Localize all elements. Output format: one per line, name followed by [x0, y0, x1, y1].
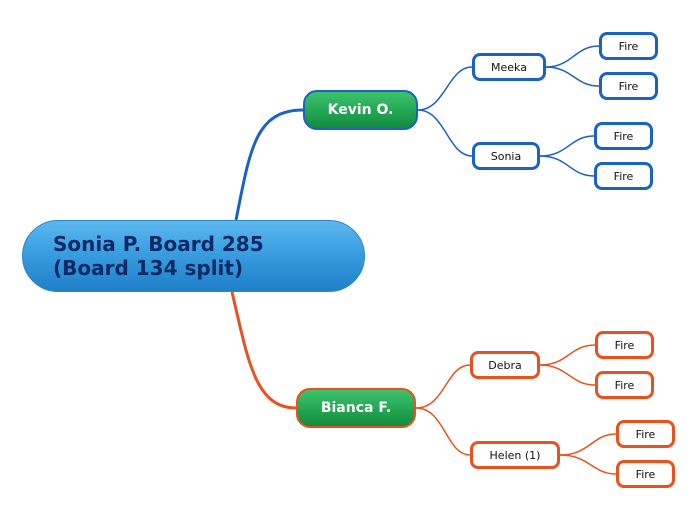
leaf-helen-fire-2[interactable]: Fire	[616, 460, 675, 488]
link-debra-fire1	[539, 344, 596, 366]
subtopic-label: Sonia	[490, 149, 522, 163]
main-topic-label: Kevin O.	[327, 102, 394, 118]
leaf-meeka-fire-2[interactable]: Fire	[599, 72, 658, 100]
leaf-label: Fire	[613, 129, 634, 143]
subtopic-helen[interactable]: Helen (1)	[470, 441, 560, 469]
subtopic-label: Debra	[488, 358, 522, 372]
subtopic-label: Helen (1)	[489, 448, 541, 462]
link-root-kevin	[234, 108, 304, 221]
leaf-label: Fire	[635, 467, 656, 481]
subtopic-debra[interactable]: Debra	[470, 351, 540, 379]
central-topic-line1: Sonia P. Board 285	[53, 232, 264, 256]
subtopic-meeka[interactable]: Meeka	[472, 53, 546, 81]
subtopic-sonia[interactable]: Sonia	[472, 142, 540, 170]
leaf-sonia-fire-1[interactable]: Fire	[594, 122, 653, 150]
central-topic[interactable]: Sonia P. Board 285 (Board 134 split)	[22, 220, 365, 292]
leaf-debra-fire-2[interactable]: Fire	[595, 371, 654, 399]
link-meeka-fire2	[545, 66, 600, 87]
link-sonia-fire2	[539, 155, 595, 177]
main-topic-bianca[interactable]: Bianca F.	[296, 388, 416, 428]
leaf-label: Fire	[613, 169, 634, 183]
link-sonia-fire1	[539, 135, 595, 157]
leaf-label: Fire	[618, 39, 639, 53]
link-kevin-meeka	[417, 66, 473, 111]
leaf-helen-fire-1[interactable]: Fire	[616, 420, 675, 448]
link-debra-fire2	[539, 364, 596, 386]
link-bianca-debra	[415, 364, 471, 409]
leaf-sonia-fire-2[interactable]: Fire	[594, 162, 653, 190]
main-topic-kevin[interactable]: Kevin O.	[303, 90, 418, 130]
leaf-label: Fire	[614, 338, 635, 352]
subtopic-label: Meeka	[491, 60, 527, 74]
main-topic-label: Bianca F.	[320, 400, 392, 416]
link-root-bianca	[230, 291, 297, 410]
leaf-label: Fire	[614, 378, 635, 392]
link-bianca-helen	[415, 407, 471, 456]
link-meeka-fire1	[545, 45, 600, 68]
link-helen-fire2	[559, 454, 617, 475]
link-kevin-sonia	[417, 109, 473, 157]
link-helen-fire1	[559, 433, 617, 456]
leaf-debra-fire-1[interactable]: Fire	[595, 331, 654, 359]
leaf-label: Fire	[635, 427, 656, 441]
leaf-label: Fire	[618, 79, 639, 93]
central-topic-line2: (Board 134 split)	[53, 256, 244, 280]
leaf-meeka-fire-1[interactable]: Fire	[599, 32, 658, 60]
